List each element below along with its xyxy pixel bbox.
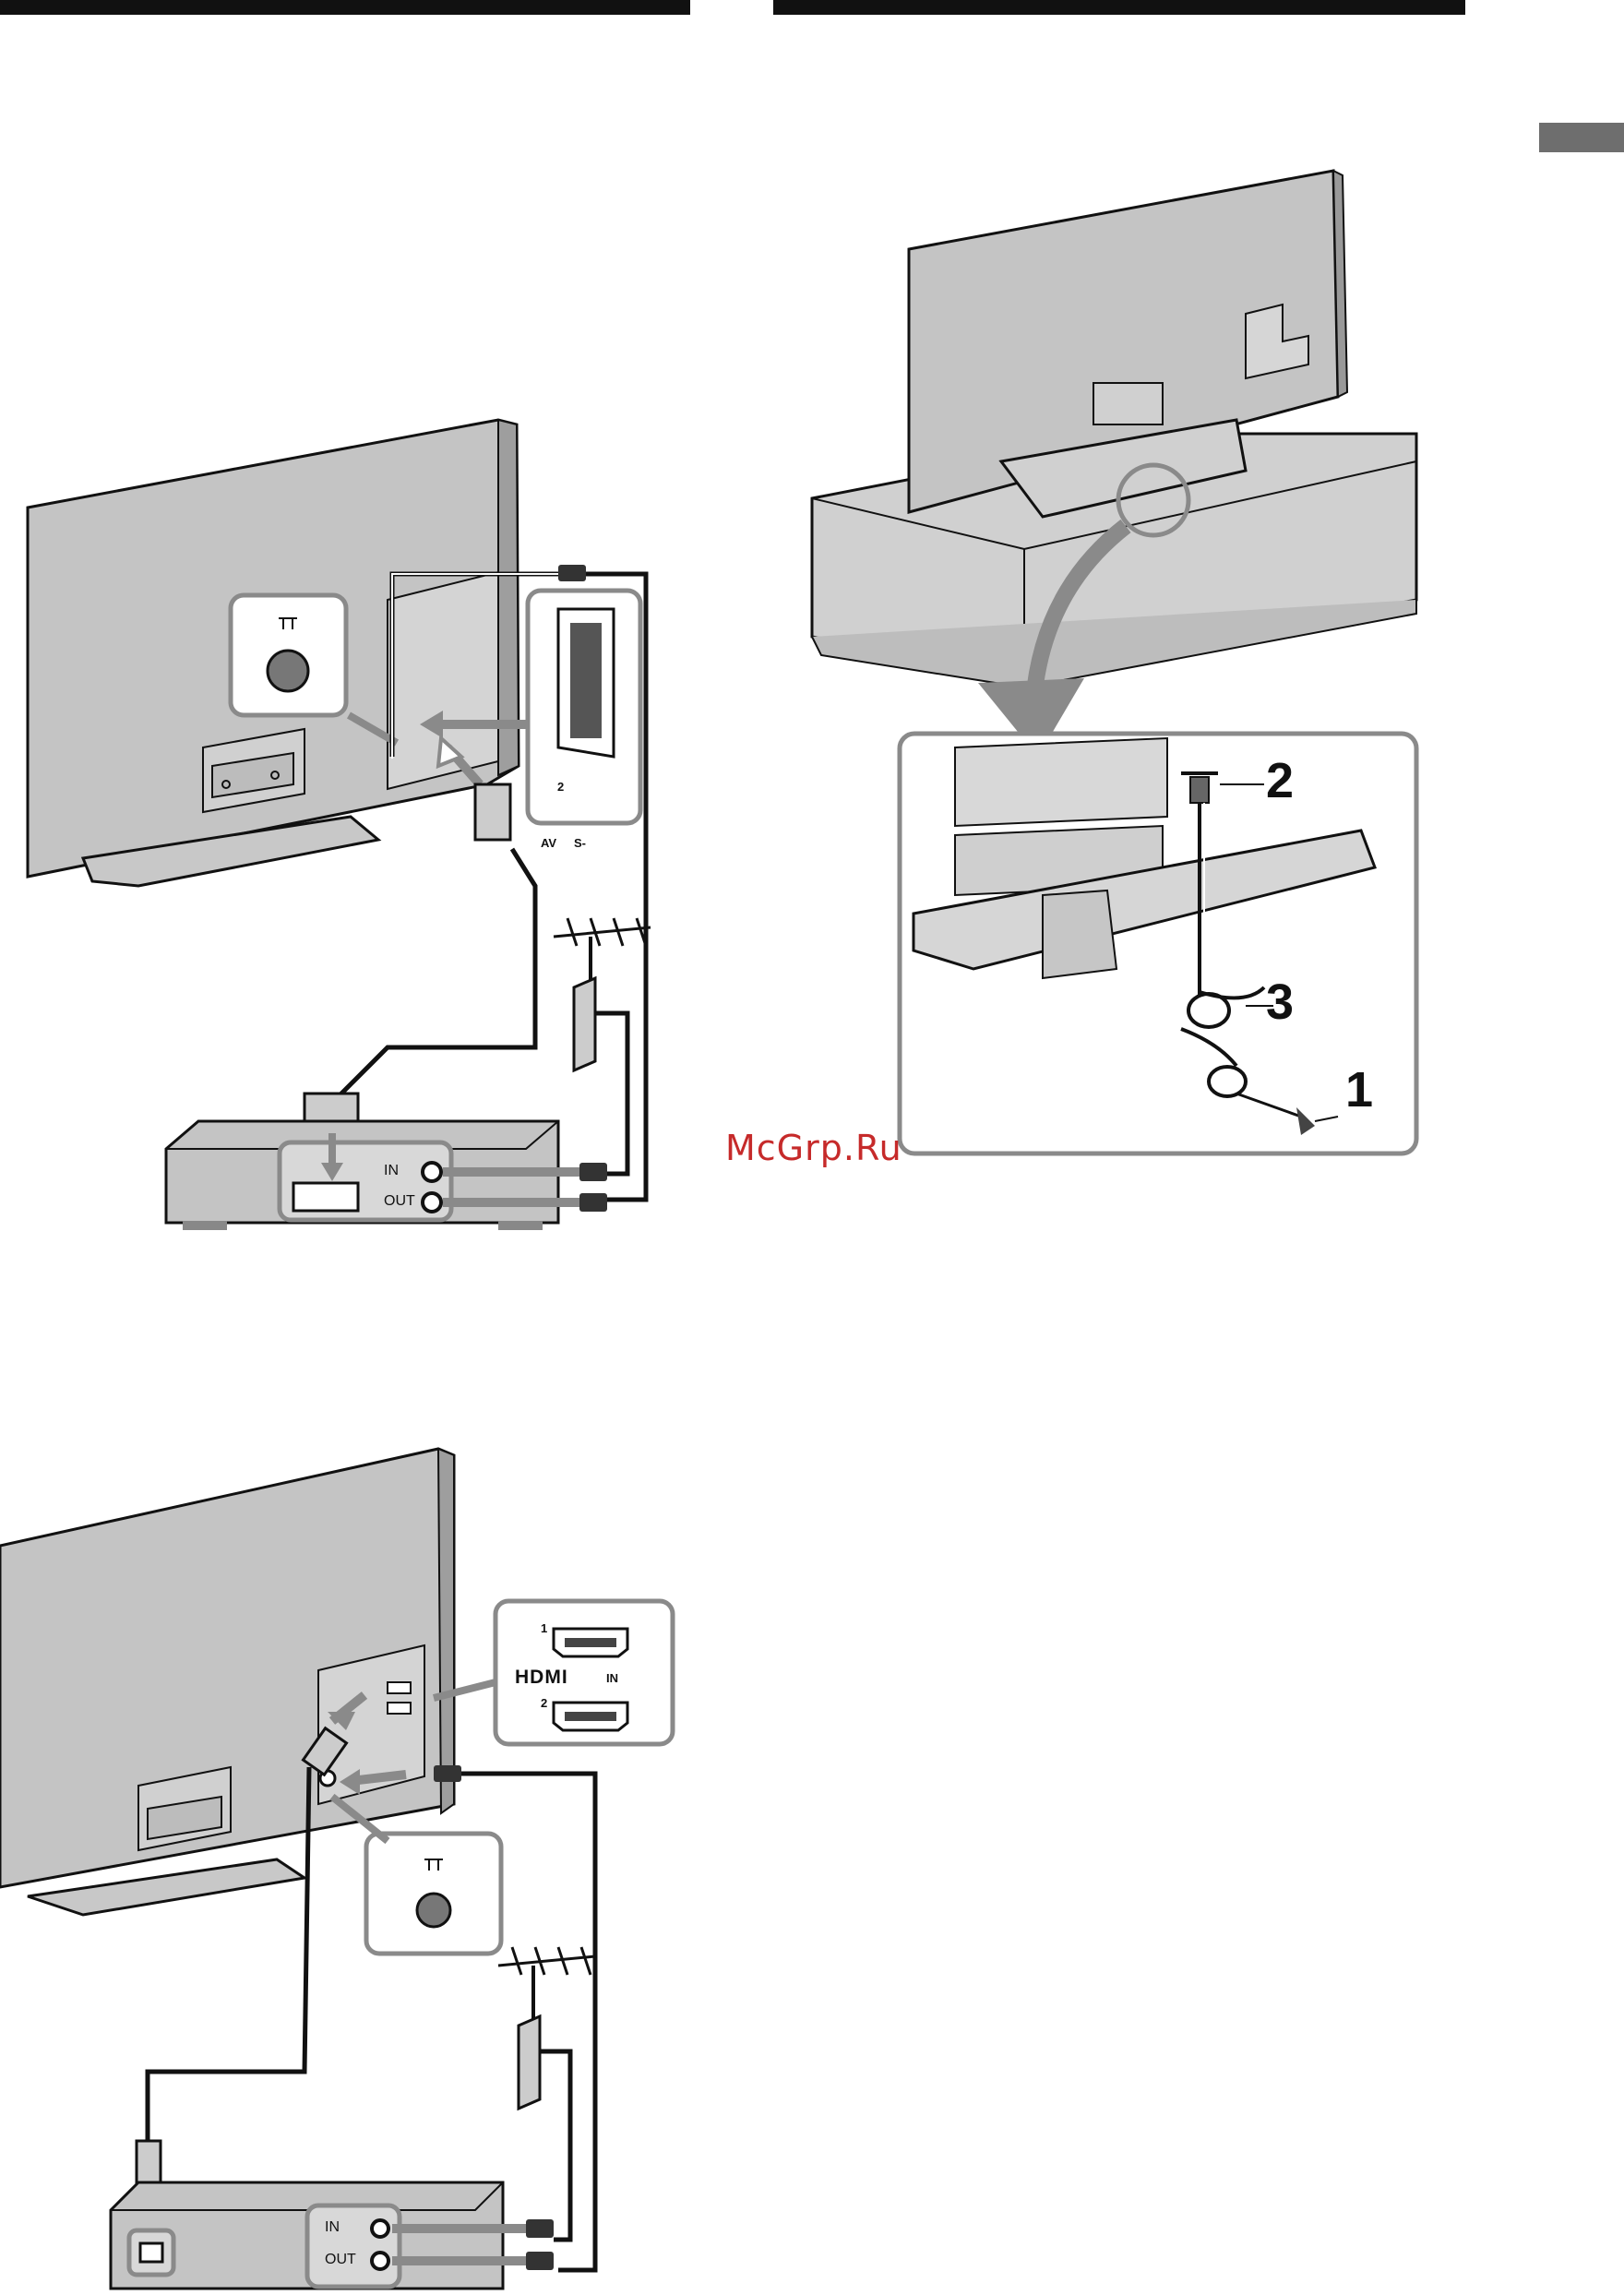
recorder-in-label: IN [325, 2219, 340, 2236]
antenna-icon [554, 918, 651, 987]
hdmi-in-label: IN [606, 1671, 618, 1685]
header-bar-left [0, 0, 690, 15]
svideo-label: S- [574, 836, 586, 850]
antenna-icon [498, 1947, 595, 2021]
recorder-out-label: OUT [325, 2252, 356, 2268]
hdmi-1-label: 1 [541, 1621, 547, 1635]
coaxial-plug-icon [558, 565, 586, 581]
hdmi-logo: HDMI [515, 1667, 568, 1689]
vcr-out-label: OUT [384, 1193, 415, 1210]
hdmi-2-label: 2 [541, 1696, 547, 1710]
step-3-label: 3 [1266, 974, 1294, 1031]
watermark: McGrp.Ru [725, 1128, 902, 1168]
header-bar-right [773, 0, 1465, 15]
step-1-label: 1 [1345, 1061, 1373, 1118]
safety-strap-diagram [803, 157, 1449, 1172]
recorder-port-inset [307, 2205, 400, 2287]
section-tab [1539, 123, 1624, 152]
scart-connector-icon [558, 609, 614, 757]
scart-number-label: 2 [557, 780, 564, 794]
av-label: AV [541, 836, 556, 850]
scart-connection-diagram [0, 397, 701, 1246]
vcr-in-label: IN [384, 1163, 399, 1179]
hdmi-connection-diagram [0, 1435, 701, 2295]
step-2-label: 2 [1266, 752, 1294, 809]
